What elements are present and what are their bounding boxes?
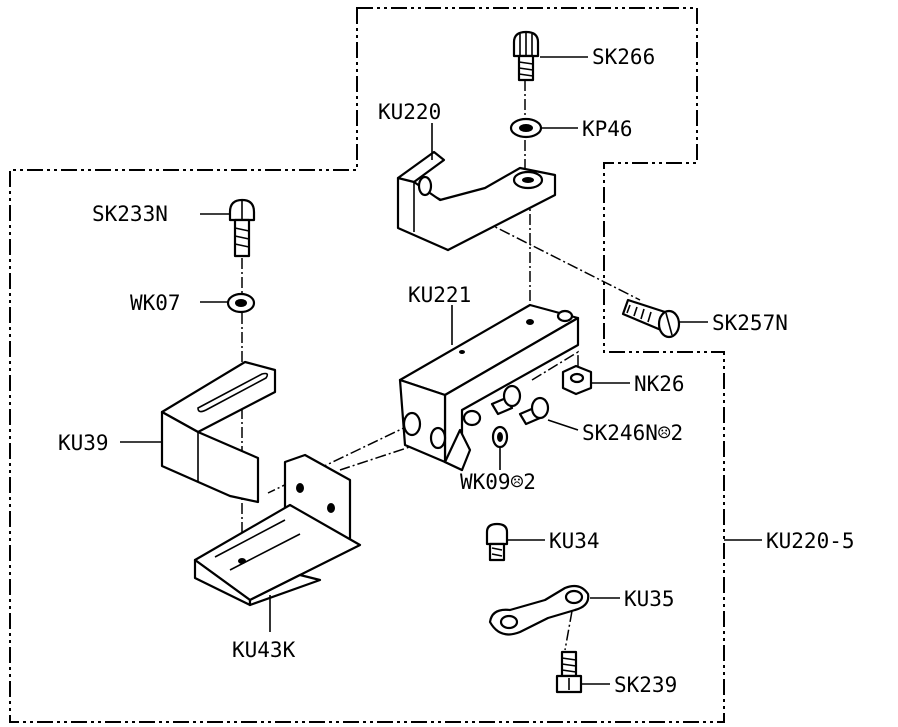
label-ku43k: KU43K [232,638,296,662]
label-ku39: KU39 [58,431,109,455]
clip-ku39 [160,360,277,504]
center-lines [241,80,641,651]
label-ku221: KU221 [408,283,471,307]
screw-sk266 [512,30,540,82]
link-ku35 [488,584,590,636]
nut-nk26 [561,364,593,396]
label-sk239: SK239 [614,673,677,697]
label-sk257n: SK257N [712,311,788,335]
screw-sk233n [228,198,256,258]
leader-lines [120,56,762,685]
label-sk233n: SK233N [92,202,168,226]
stud-ku34 [485,522,509,562]
label-sk266: SK266 [592,45,655,69]
label-wk09: WK09☹2 [460,470,536,494]
label-ku34: KU34 [549,529,600,553]
label-sk246n: SK246N☹2 [582,421,683,445]
label-ku220-5: KU220-5 [766,529,855,553]
bracket-ku221 [398,303,580,472]
screw-sk257n [621,298,681,339]
washer-kp46 [509,117,543,139]
plate-ku43k [193,453,362,607]
screws-sk246n [490,384,550,426]
label-ku220: KU220 [378,100,441,124]
screw-sk239 [555,650,583,694]
assembly-boundary [9,7,725,723]
label-kp46: KP46 [582,117,633,141]
label-nk26: NK26 [634,372,685,396]
label-wk07: WK07 [130,291,181,315]
label-ku35: KU35 [624,587,675,611]
washers-wk09 [462,409,509,449]
bracket-ku220 [396,150,557,252]
washer-wk07 [226,292,256,314]
